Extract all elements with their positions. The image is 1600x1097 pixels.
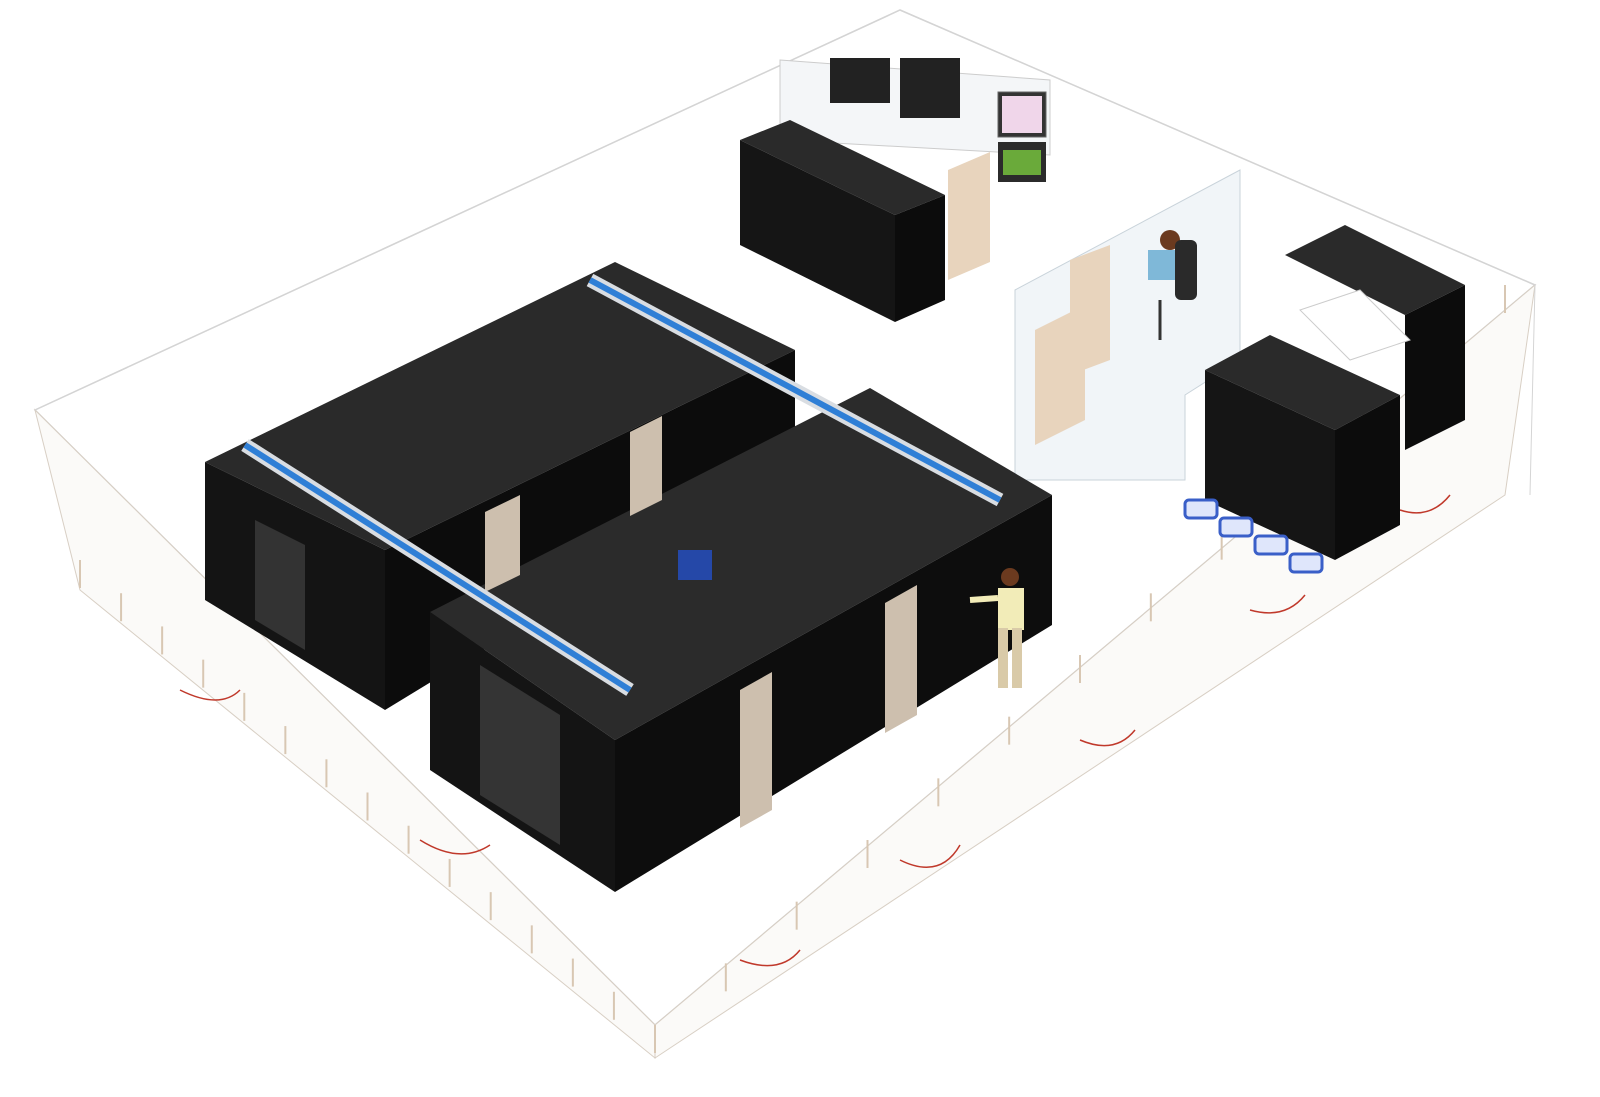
door-tan bbox=[948, 152, 990, 280]
block-b-top bbox=[430, 388, 1052, 740]
rack-row-block-b bbox=[430, 388, 1052, 892]
overhead-cable-trays bbox=[241, 273, 1004, 696]
back-server-racks bbox=[740, 120, 945, 322]
technician bbox=[969, 568, 1024, 688]
containment-glass bbox=[255, 520, 305, 650]
monitoring-screen bbox=[1002, 96, 1042, 133]
desk-surface bbox=[1299, 289, 1411, 361]
cable-tray-blue bbox=[588, 277, 1002, 503]
wall-rack-display bbox=[900, 58, 960, 118]
cooling-unit-lattice bbox=[885, 585, 917, 733]
cooling-unit-lattice bbox=[630, 416, 662, 516]
operator-at-desk bbox=[1148, 230, 1197, 340]
power-racks bbox=[1205, 225, 1465, 560]
back-wall-right bbox=[899, 9, 1536, 496]
block-b-side bbox=[615, 495, 1052, 892]
containment-glass bbox=[480, 665, 560, 845]
monitoring-screen bbox=[1003, 150, 1041, 175]
door-tan bbox=[1070, 245, 1110, 375]
cooling-unit-lattice bbox=[740, 672, 772, 828]
wall-rack-display bbox=[830, 58, 890, 103]
kvm-screen bbox=[678, 550, 712, 580]
back-wall-left bbox=[34, 9, 901, 411]
cooling-unit-lattice bbox=[485, 495, 520, 592]
perforated-floor-tiles bbox=[1183, 498, 1324, 574]
block-a-top bbox=[205, 262, 795, 550]
cable-tray-blue bbox=[243, 442, 632, 693]
under-floor-cables bbox=[179, 494, 1451, 967]
